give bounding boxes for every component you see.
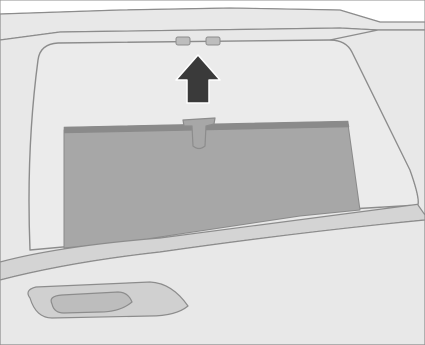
door-handle[interactable] — [28, 282, 188, 318]
hook-right — [206, 37, 220, 45]
hook-left — [176, 37, 190, 45]
